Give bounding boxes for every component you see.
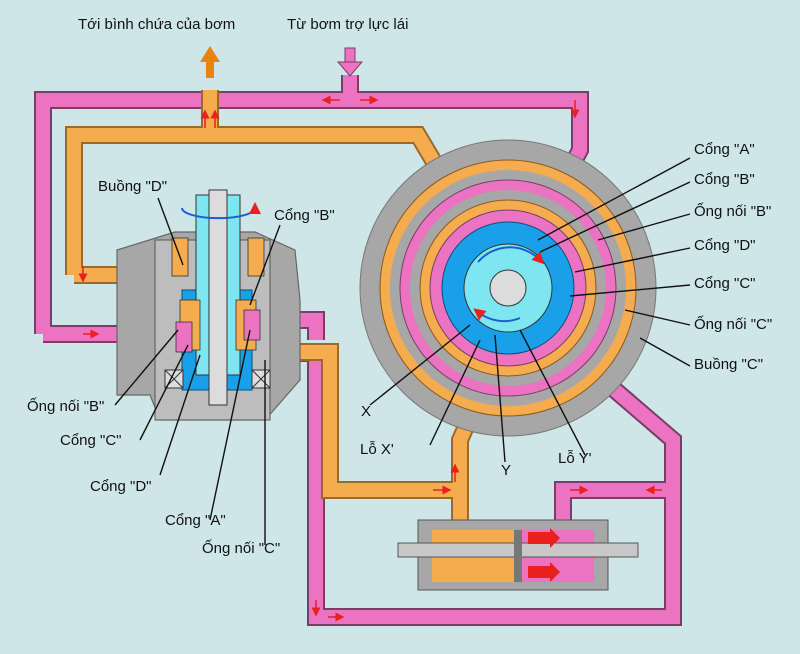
label-hole-y: Lỗ Y'	[558, 450, 592, 467]
label-pipe-c-bottom: Ống nối "C"	[202, 540, 281, 557]
label-port-c-right: Cổng "C"	[694, 275, 756, 292]
leader-lines	[114, 157, 691, 545]
rotary-valve	[116, 189, 301, 421]
label-to-reservoir: Tới bình chứa của bơm	[78, 16, 236, 33]
pump-inlet-arrow	[336, 47, 364, 77]
label-port-b-top: Cổng "B"	[274, 207, 335, 224]
label-x: X	[361, 403, 372, 420]
label-chamber-d: Buồng "D"	[98, 178, 168, 195]
label-pipe-b-left: Ống nối "B"	[27, 398, 105, 415]
power-cylinder	[397, 519, 639, 591]
label-from-pump: Từ bơm trợ lực lái	[287, 16, 409, 33]
label-y: Y	[501, 462, 512, 479]
label-port-c-left: Cổng "C"	[60, 432, 122, 449]
label-hole-x: Lỗ X'	[360, 441, 394, 458]
label-port-d-left: Cổng "D"	[90, 478, 152, 495]
reservoir-arrow	[200, 46, 220, 78]
label-pipe-b-right: Ống nối "B"	[694, 203, 772, 220]
flow-arrows	[78, 95, 662, 622]
label-port-a-bottom: Cổng "A"	[165, 512, 226, 529]
label-pipe-c-right: Ống nối "C"	[694, 316, 773, 333]
label-port-a-right: Cổng "A"	[694, 141, 755, 158]
label-port-b-right: Cổng "B"	[694, 171, 755, 188]
label-port-d-right: Cổng "D"	[694, 237, 756, 254]
label-chamber-c: Buồng "C"	[694, 356, 764, 373]
rotor	[463, 243, 553, 333]
